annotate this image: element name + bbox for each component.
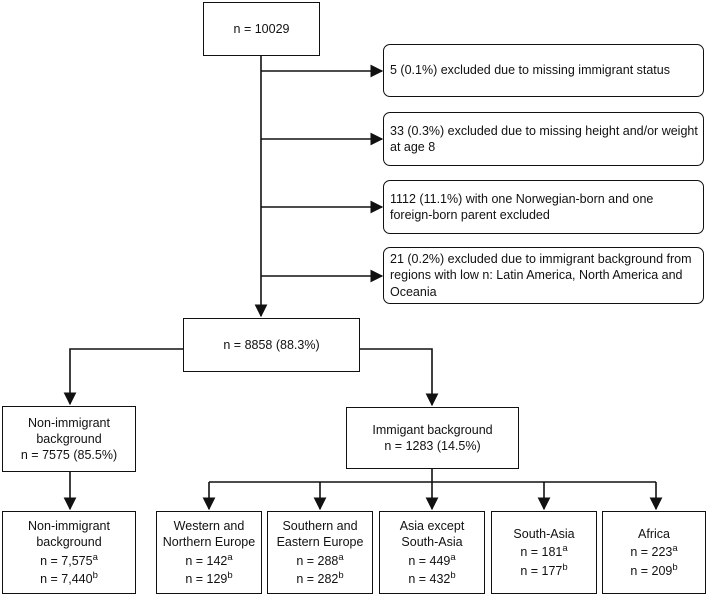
subgroup-count-b: n = 209b	[630, 561, 678, 578]
split-right-arrow	[360, 348, 439, 407]
exclusion-text-2: 33 (0.3%) excluded due to missing height…	[390, 123, 698, 154]
subgroup-label: South-Asia	[401, 535, 463, 550]
exclusion-text-1: 5 (0.1%) excluded due to missing immigra…	[390, 63, 670, 78]
subgroup-label: Africa	[638, 527, 670, 542]
non-immigrant-group-count: n = 7575 (85.5%)	[20, 448, 118, 463]
exclusion-text-3: 1112 (11.1%) with one Norwegian-born and…	[390, 191, 654, 222]
non-immigrant-group-box: Non-immigrant background n = 7575 (85.5%…	[2, 406, 136, 472]
subgroup-count-b: n = 432b	[408, 569, 456, 586]
subgroup-box-asia-except-south-asia: Asia except South-Asia n = 449a n = 432b	[379, 511, 485, 594]
subgroup-count-a: n = 142a	[185, 551, 233, 568]
subgroup-count-a: n = 181a	[520, 543, 568, 560]
subgroup-count-b: n = 282b	[296, 569, 344, 586]
subgroup-label: Western and	[173, 519, 245, 533]
subgroup-count-b: n = 129b	[185, 569, 233, 586]
subgroup-label: Eastern Europe	[276, 535, 364, 550]
subgroup-count-a: n = 223a	[630, 543, 678, 560]
split-left-arrow	[63, 348, 183, 406]
subgroup-label: South-Asia	[513, 527, 575, 542]
immigrant-group-count: n = 1283 (14.5%)	[384, 439, 481, 453]
remaining-sample-box: n = 8858 (88.3%)	[183, 318, 360, 372]
subgroup-label: Southern and	[282, 519, 358, 533]
subgroup-box-non-immigrant: Non-immigrant background n = 7,575a n = …	[2, 511, 136, 594]
exclusion-box-4: 21 (0.2%) excluded due to immigrant back…	[383, 247, 704, 304]
immigrant-group-box: Immigant background n = 1283 (14.5%)	[346, 407, 519, 469]
non-immigrant-group-label-1: Non-immigrant	[28, 415, 110, 430]
total-sample-text: n = 10029	[233, 21, 290, 36]
subgroup-count-a: n = 449a	[408, 551, 456, 568]
subgroup-count-a: n = 288a	[296, 551, 344, 568]
subgroup-box-southern-eastern-europe: Southern and Eastern Europe n = 288a n =…	[267, 511, 373, 594]
subgroup-label: background	[36, 535, 102, 550]
remaining-sample-text: n = 8858 (88.3%)	[223, 337, 320, 352]
subgroup-label: Northern Europe	[162, 535, 256, 550]
subgroup-count-b: n = 177b	[520, 561, 568, 578]
subgroup-box-africa: Africa n = 223a n = 209b	[602, 511, 706, 594]
non-immigrant-group-label-2: background	[36, 431, 102, 446]
subgroup-box-south-asia: South-Asia n = 181a n = 177b	[491, 511, 597, 594]
exclusion-box-2: 33 (0.3%) excluded due to missing height…	[383, 112, 704, 166]
subgroup-count-b: n = 7,440b	[40, 569, 98, 586]
exclusion-box-1: 5 (0.1%) excluded due to missing immigra…	[383, 44, 704, 97]
subgroup-box-western-northern-europe: Western and Northern Europe n = 142a n =…	[156, 511, 262, 594]
immigrant-group-label: Immigant background	[372, 422, 493, 437]
exclusion-text-4: 21 (0.2%) excluded due to immigrant back…	[390, 252, 692, 299]
exclusion-box-3: 1112 (11.1%) with one Norwegian-born and…	[383, 180, 704, 234]
subgroup-label: Asia except	[399, 519, 465, 533]
subgroup-count-a: n = 7,575a	[40, 551, 98, 568]
subgroup-label: Non-immigrant	[28, 519, 110, 533]
total-sample-box: n = 10029	[203, 2, 320, 56]
